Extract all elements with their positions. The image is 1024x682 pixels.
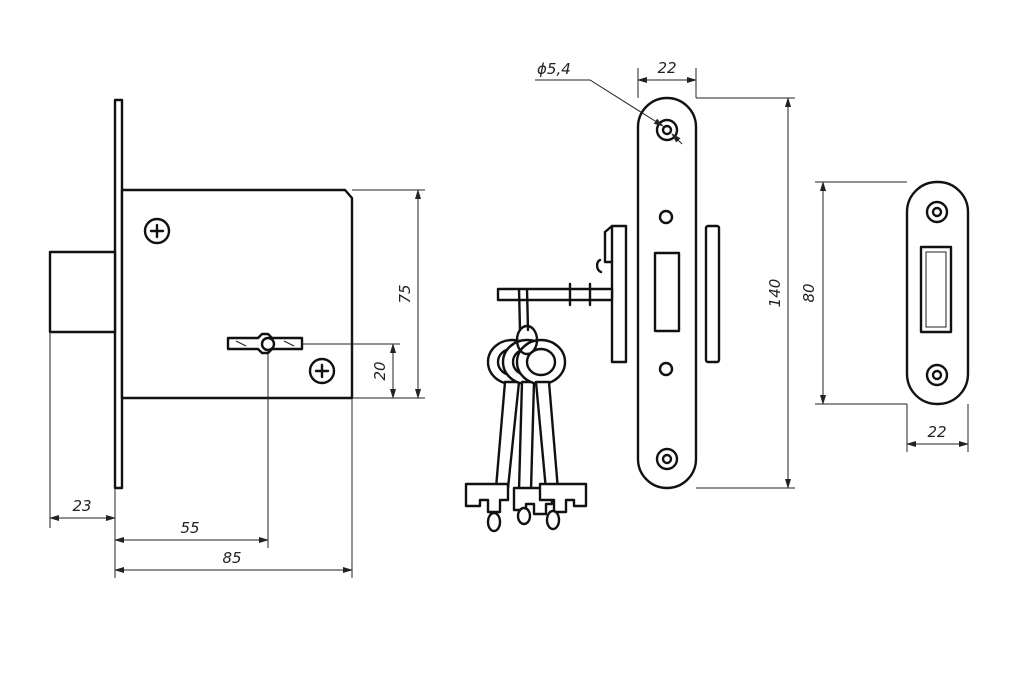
mount-hole-top: [655, 118, 679, 142]
front-plate-view: 22 ϕ5,4 140: [496, 59, 795, 490]
keyhole: [226, 332, 304, 355]
key-right: [515, 338, 588, 531]
dim-plate-width: 22: [637, 59, 697, 83]
screw-upper: [143, 217, 171, 245]
dim-strike-width-label: 22: [927, 423, 946, 441]
strike-plate-view: 80 22: [800, 180, 970, 452]
key-profile: [610, 224, 628, 364]
dim-backset: 23: [49, 497, 116, 521]
dim-keyhole-height: 20: [371, 343, 396, 399]
key-ring: [517, 287, 530, 332]
strike-hole-bottom: [925, 363, 949, 387]
mount-hole-bottom: [655, 447, 679, 471]
dim-backset-label: 23: [72, 497, 91, 515]
dim-hole-diameter: ϕ5,4: [535, 60, 683, 145]
dim-hole-diameter-label: ϕ5,4: [537, 60, 571, 78]
dim-body-height: 75: [396, 189, 421, 399]
dim-strike-width: 22: [906, 423, 969, 447]
backing-plate: [704, 224, 721, 364]
dim-plate-height: 140: [766, 97, 791, 489]
dim-keyhole-height-label: 20: [371, 361, 389, 380]
dim-strike-height: 80: [800, 181, 826, 405]
dim-body-height-label: 75: [396, 284, 414, 303]
hole-lower: [658, 361, 674, 377]
dim-body-width: 85: [114, 549, 353, 573]
strike-hole-top: [925, 200, 949, 224]
bolt-slot: [653, 251, 681, 333]
dim-strike-height-label: 80: [800, 283, 818, 302]
hole-upper: [658, 209, 674, 225]
dim-keyhole-distance-label: 55: [180, 519, 199, 537]
lock-body-view: 23 55 85 75 20: [48, 98, 425, 578]
dim-plate-width-label: 22: [657, 59, 676, 77]
dim-body-width-label: 85: [222, 549, 241, 567]
dim-plate-height-label: 140: [766, 279, 784, 308]
keys-illustration: [464, 287, 588, 533]
bolt: [48, 250, 117, 334]
dim-keyhole-distance: 55: [114, 519, 269, 543]
screw-lower: [308, 357, 336, 385]
key-shank: [496, 287, 614, 302]
